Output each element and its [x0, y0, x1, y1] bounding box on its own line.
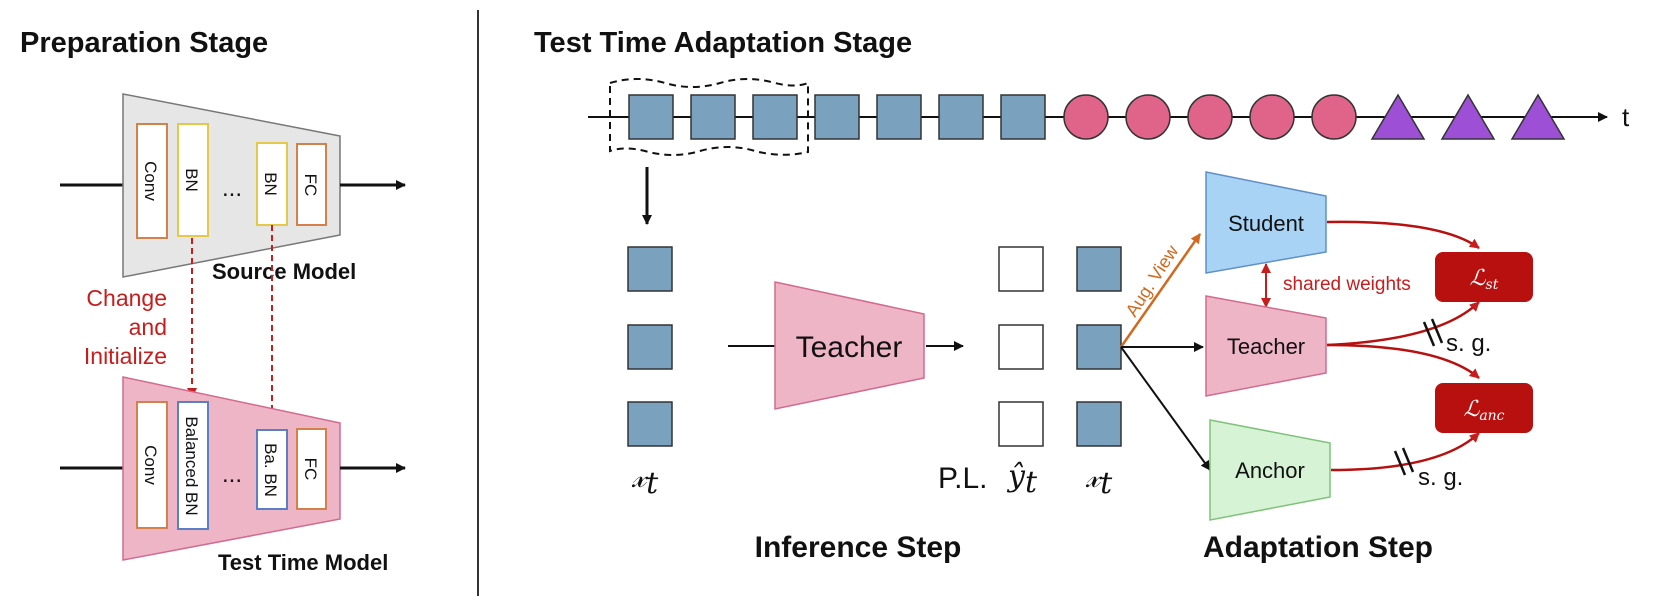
anchor-to-loss-anc: [1330, 432, 1480, 472]
stop-grad-label-2: s. g.: [1418, 464, 1463, 491]
test-dots: ...: [222, 461, 242, 488]
pseudo-label-3: [998, 401, 1044, 447]
output-sample-1: [1076, 246, 1122, 292]
stream-square-5: [876, 94, 922, 140]
stream-circle-2: [1125, 94, 1171, 140]
input-x-label: 𝓍t: [631, 460, 659, 501]
test-ba-bn-block: [256, 429, 288, 510]
batch-selection-outline: [609, 78, 809, 156]
test-ba-bn-label: Ba. BN: [261, 443, 280, 497]
loss-st-label: ℒst: [1470, 266, 1499, 293]
source-fc-block: [296, 143, 327, 226]
stream-circle-5: [1311, 94, 1357, 140]
student-label: Student: [1228, 211, 1304, 236]
output-sample-3: [1076, 401, 1122, 447]
test-conv-block: [136, 401, 168, 529]
source-bn1-label: BN: [182, 168, 201, 192]
pl-yhat-label: ŷt: [1006, 459, 1038, 500]
source-fc-label: FC: [301, 174, 320, 197]
pl-prefix: P.L.: [938, 462, 988, 495]
change-text-1: Change: [86, 285, 167, 311]
inference-teacher: [774, 281, 925, 410]
aug-view-arrow: [1119, 233, 1202, 348]
loss-st-box: [1435, 252, 1533, 302]
inference-step-title: Inference Step: [755, 531, 962, 564]
stream-triangle-2: [1440, 93, 1496, 140]
to-anchor-arrow: [1120, 346, 1211, 471]
input-sample-1: [627, 246, 673, 292]
stream-square-4: [814, 94, 860, 140]
adaptation-step-title: Adaptation Step: [1203, 531, 1433, 564]
stream-square-6: [938, 94, 984, 140]
stream-square-3: [752, 94, 798, 140]
teacher-to-loss-st: [1326, 301, 1480, 347]
stream-triangle-3: [1510, 93, 1566, 140]
teacher-to-loss-anc: [1326, 343, 1480, 379]
adaptation-teacher-label: Teacher: [1227, 334, 1305, 359]
loss-anc-box: [1435, 383, 1533, 433]
test-fc-label: FC: [301, 458, 320, 481]
input-sample-3: [627, 401, 673, 447]
source-bn1-block: [177, 123, 209, 237]
test-balanced-bn-block: [177, 401, 209, 530]
change-text-3: Initialize: [84, 343, 167, 369]
anchor-model: [1209, 419, 1331, 521]
source-conv-block: [136, 123, 168, 239]
test-balanced-bn-label: Balanced BN: [182, 416, 201, 515]
loss-anc-label: ℒanc: [1463, 397, 1504, 424]
adaptation-teacher-model: [1205, 295, 1327, 397]
stream-square-7: [1000, 94, 1046, 140]
stop-grad-mark-1b: [1430, 318, 1444, 344]
time-axis-label: t: [1622, 102, 1630, 132]
source-conv-label: Conv: [141, 161, 160, 201]
stream-circle-3: [1187, 94, 1233, 140]
test-fc-block: [296, 428, 327, 510]
student-to-loss-st: [1326, 220, 1480, 250]
stream-circle-4: [1249, 94, 1295, 140]
inference-teacher-label: Teacher: [796, 331, 903, 364]
stream-circle-1: [1063, 94, 1109, 140]
output-sample-2: [1076, 324, 1122, 370]
output-x-label: 𝓍t: [1085, 460, 1113, 501]
pseudo-label-2: [998, 324, 1044, 370]
preparation-stage-title: Preparation Stage: [20, 27, 268, 59]
stop-grad-mark-2a: [1393, 450, 1407, 476]
tta-stage-title: Test Time Adaptation Stage: [534, 27, 912, 59]
stream-square-1: [628, 94, 674, 140]
student-model: [1205, 171, 1327, 274]
pseudo-label-1: [998, 246, 1044, 292]
source-dots: ...: [222, 175, 242, 202]
anchor-label: Anchor: [1235, 458, 1305, 483]
data-stream: [628, 93, 1566, 140]
source-bn2-label: BN: [261, 172, 280, 196]
input-sample-2: [627, 324, 673, 370]
stream-triangle-1: [1370, 93, 1426, 140]
source-model-label: Source Model: [212, 259, 356, 284]
test-time-model-label: Test Time Model: [218, 550, 388, 575]
change-text-2: and: [129, 314, 167, 340]
stream-square-2: [690, 94, 736, 140]
stop-grad-mark-2b: [1401, 447, 1415, 473]
shared-weights-label: shared weights: [1283, 274, 1411, 295]
stop-grad-mark-1a: [1422, 321, 1436, 347]
aug-view-label: Aug. View: [1122, 241, 1183, 320]
stop-grad-label-1: s. g.: [1446, 330, 1491, 357]
test-conv-label: Conv: [141, 445, 160, 485]
